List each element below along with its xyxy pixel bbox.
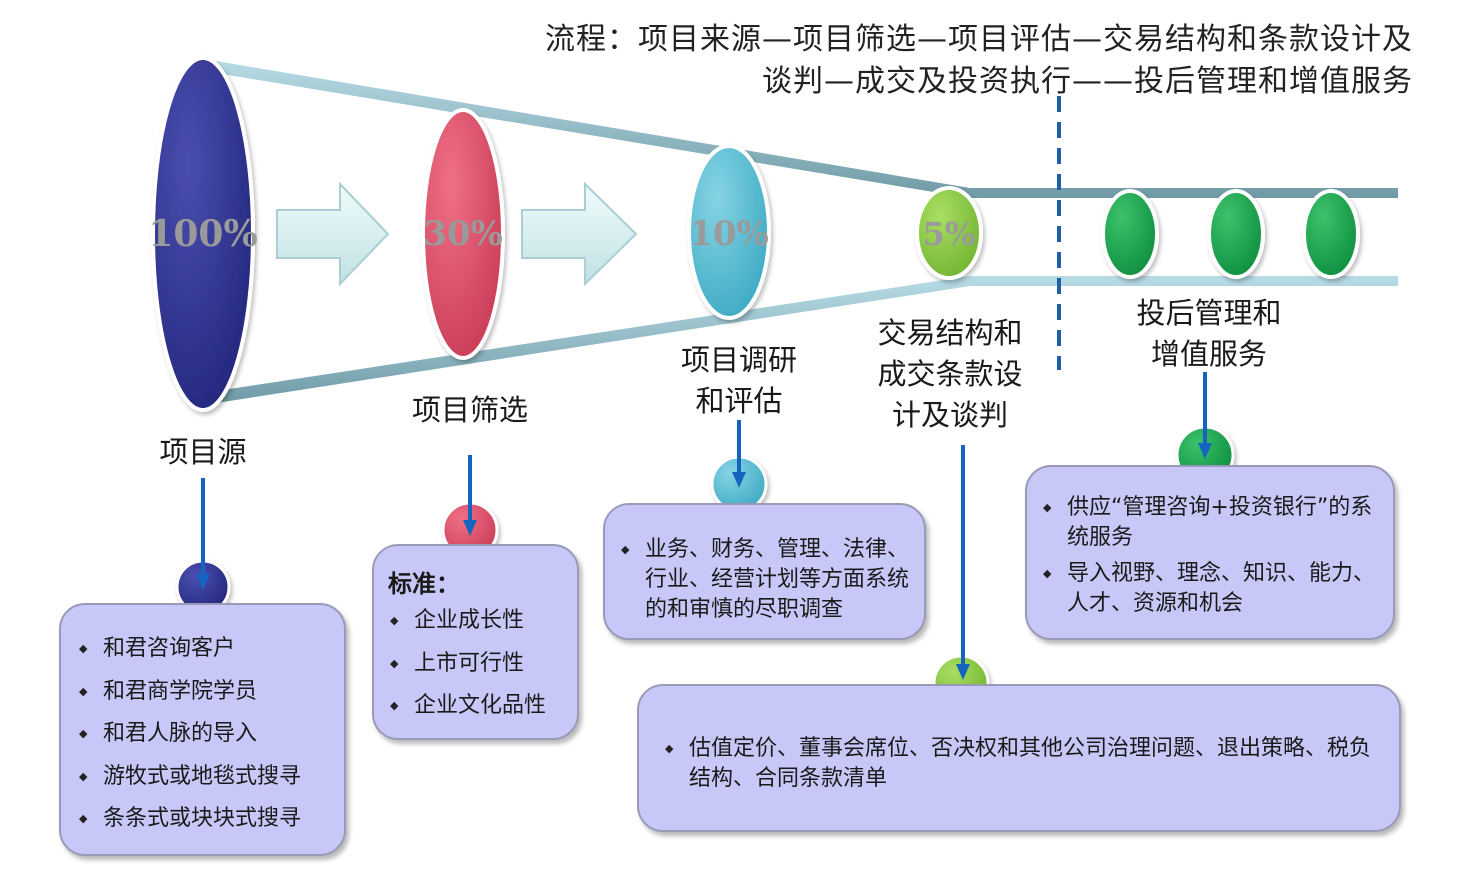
list-item: 业务、财务、管理、法律、行业、经营计划等方面系统的和审慎的尽职调查 [611, 535, 914, 625]
percent-label-screening: 30% [423, 214, 503, 254]
source-channels-list: 和君咨询客户 和君商学院学员 和君人脉的导入 游牧式或地毯式搜寻 条条式或块块式… [69, 635, 336, 833]
stage-ellipse-screening [421, 108, 505, 360]
down-arrow-head-research [732, 472, 746, 488]
stage-label-deal: 交易结构和 成交条款设 计及谈判 [877, 313, 1022, 436]
list-item: 和君人脉的导入 [69, 720, 336, 748]
stage-label-line: 增值服务 [1150, 337, 1268, 371]
funnel-bottom-edge [210, 276, 1398, 404]
list-item: 和君咨询客户 [69, 635, 336, 663]
percent-label-source: 100% [148, 213, 258, 255]
percent-label-research: 10% [689, 214, 769, 254]
down-arrow-head-source [196, 574, 210, 590]
due-diligence-box: 业务、财务、管理、法律、行业、经营计划等方面系统的和审慎的尽职调查 [603, 503, 926, 640]
list-item: 导入视野、理念、知识、能力、人才、资源和机会 [1033, 559, 1381, 619]
list-item: 游牧式或地毯式搜寻 [69, 763, 336, 791]
stage-label-line: 投后管理和 [1136, 296, 1282, 330]
stage-ellipse-source [151, 56, 255, 412]
post-investment-services-box: 供应“管理咨询+投资银行”的系统服务 导入视野、理念、知识、能力、人才、资源和机… [1025, 465, 1395, 640]
funnel-top-edge [210, 60, 1398, 198]
stage-label-line: 和评估 [695, 384, 783, 418]
list-item: 和君商学院学员 [69, 678, 336, 706]
list-item: 企业成长性 [380, 607, 571, 635]
down-arrow-head-screening [463, 520, 477, 536]
criteria-heading: 标准： [388, 570, 460, 598]
down-arrow-head-deal [956, 664, 970, 680]
stage-label-research: 项目调研 和评估 [681, 340, 797, 422]
criteria-list: 企业成长性 上市可行性 企业文化品性 [380, 607, 571, 720]
stage-label-line: 项目调研 [680, 343, 798, 377]
funnel-outline [210, 60, 1398, 404]
process-title-line-1: 流程：项目来源—项目筛选—项目评估—交易结构和条款设计及 [545, 22, 1413, 57]
stage-label-line: 交易结构和 [877, 316, 1023, 350]
stage-ellipse-research [687, 144, 771, 320]
stage-label-line: 项目源 [159, 435, 247, 469]
post-investment-ellipse-3 [1302, 189, 1360, 279]
list-item: 条条式或块块式搜寻 [69, 805, 336, 833]
down-arrows [196, 372, 1212, 680]
stage-ellipse-deal [915, 186, 983, 280]
process-title-line-2: 谈判—成交及投资执行——投后管理和增值服务 [762, 64, 1413, 99]
list-item: 企业文化品性 [380, 692, 571, 720]
stage-label-line: 项目筛选 [411, 393, 529, 427]
stage-label-line: 计及谈判 [891, 398, 1009, 432]
down-arrow-head-post [1198, 443, 1212, 459]
post-investment-ellipse-2 [1207, 189, 1265, 279]
percent-label-deal: 5% [922, 215, 976, 253]
stage-label-screening: 项目筛选 [412, 390, 528, 431]
stage-label-post: 投后管理和 增值服务 [1136, 293, 1281, 375]
due-diligence-list: 业务、财务、管理、法律、行业、经营计划等方面系统的和审慎的尽职调查 [611, 535, 914, 625]
source-channels-box: 和君咨询客户 和君商学院学员 和君人脉的导入 游牧式或地毯式搜寻 条条式或块块式… [59, 603, 346, 856]
flow-arrow-1 [276, 181, 390, 287]
list-item: 估值定价、董事会席位、否决权和其他公司治理问题、退出策略、税负结构、合同条款清单 [655, 734, 1383, 794]
stage-label-line: 成交条款设 [877, 357, 1023, 391]
list-item: 上市可行性 [380, 650, 571, 678]
deal-terms-box: 估值定价、董事会席位、否决权和其他公司治理问题、退出策略、税负结构、合同条款清单 [637, 684, 1401, 832]
post-investment-list: 供应“管理咨询+投资银行”的系统服务 导入视野、理念、知识、能力、人才、资源和机… [1033, 493, 1381, 619]
stage-label-source: 项目源 [159, 432, 246, 473]
flow-arrow-2 [521, 181, 638, 287]
list-item: 供应“管理咨询+投资银行”的系统服务 [1033, 493, 1381, 553]
screening-criteria-box: 标准： 企业成长性 上市可行性 企业文化品性 [372, 544, 579, 740]
deal-terms-list: 估值定价、董事会席位、否决权和其他公司治理问题、退出策略、税负结构、合同条款清单 [655, 734, 1383, 794]
post-investment-ellipse-1 [1101, 189, 1159, 279]
